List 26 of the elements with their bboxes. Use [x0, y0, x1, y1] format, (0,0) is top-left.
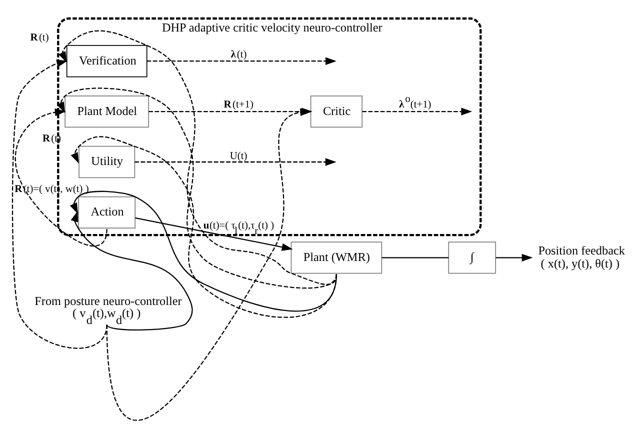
node-box: Plant (WMR): [290, 242, 382, 274]
arrow: [70, 190, 337, 312]
node-box: Plant Model: [64, 95, 150, 128]
node-box: Verification: [66, 45, 148, 78]
node-box: Action: [78, 196, 136, 229]
node-text: Position feedback ( x(t), y(t), θ(t) ): [538, 243, 625, 270]
arrow: [70, 136, 337, 318]
arrow: [70, 210, 193, 330]
connector: [382, 257, 449, 258]
edge-label: R(t): [42, 133, 61, 144]
edge-label: R(t): [30, 32, 49, 44]
arrow: [14, 108, 108, 247]
arrow: [12, 60, 108, 349]
arrow: [56, 88, 337, 289]
node-box: ∫: [448, 242, 496, 274]
arrow: [146, 57, 336, 65]
arrow: [134, 158, 336, 166]
node-box: Utility: [78, 146, 136, 178]
edge-label: U(t): [230, 151, 248, 162]
node-box: Critic: [310, 95, 363, 128]
arrow: [496, 254, 533, 262]
edge-label: R(t+1): [224, 100, 254, 111]
edge-label: λ(t): [230, 49, 247, 60]
arrow: [135, 217, 293, 251]
arrow: [362, 108, 472, 116]
arrow: [58, 30, 337, 285]
